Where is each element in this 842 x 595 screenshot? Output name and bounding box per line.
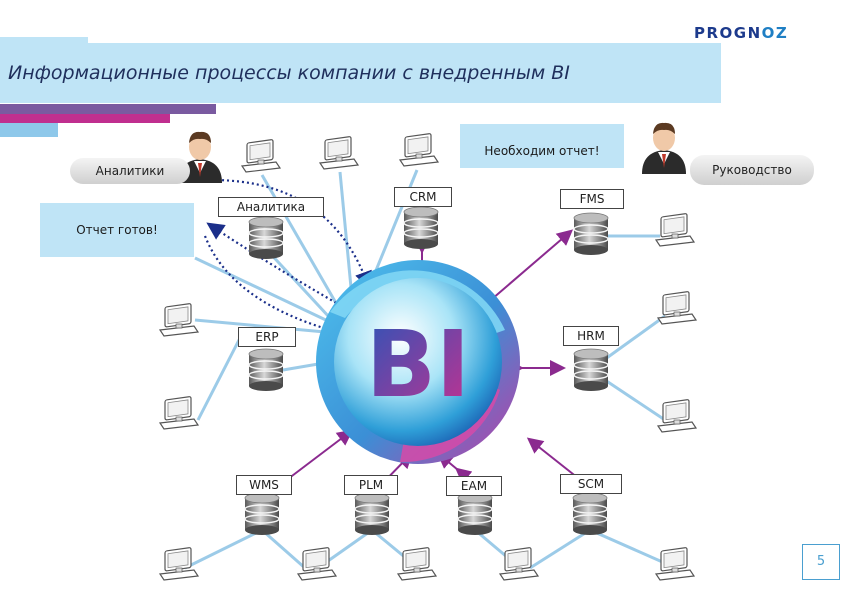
- computer-icon: [499, 546, 539, 581]
- logo-text: PROGN: [694, 24, 762, 42]
- system-plm: PLM: [344, 475, 398, 495]
- computer-icon: [655, 546, 695, 581]
- database-icon: [354, 492, 390, 536]
- bi-hub-label: BI: [366, 311, 470, 418]
- system-eam: EAM: [446, 476, 502, 496]
- system-crm: CRM: [394, 187, 452, 207]
- computer-icon: [657, 290, 697, 325]
- title-bar: Информационные процессы компании с внедр…: [0, 43, 721, 103]
- database-icon: [572, 492, 608, 536]
- deco-bar: [0, 123, 58, 137]
- computer-icon: [241, 138, 281, 173]
- system-eam-label: EAM: [460, 479, 488, 493]
- callout-report-ready: Отчет готов!: [40, 203, 194, 257]
- database-icon: [248, 348, 284, 392]
- actor-analysts: Аналитики: [70, 158, 190, 184]
- deco-bar: [0, 114, 170, 123]
- page-number-text: 5: [816, 554, 826, 569]
- prognoz-logo: PROGNOZ: [694, 24, 788, 42]
- computer-icon: [657, 398, 697, 433]
- database-icon: [573, 348, 609, 392]
- system-erp: ERP: [238, 327, 296, 347]
- page-number: 5: [802, 544, 840, 580]
- person-icon: [642, 122, 686, 174]
- callout-report-needed: Необходим отчет!: [460, 124, 624, 168]
- system-crm-label: CRM: [409, 190, 437, 204]
- callout-report-needed-text: Необходим отчет!: [484, 144, 600, 158]
- computer-icon: [159, 395, 199, 430]
- deco-bar: [0, 37, 88, 44]
- computer-icon: [397, 546, 437, 581]
- system-erp-label: ERP: [255, 330, 279, 344]
- callout-report-ready-text: Отчет готов!: [76, 223, 158, 237]
- system-hrm-label: HRM: [577, 329, 605, 343]
- report-flow-lines: [203, 178, 372, 332]
- computer-icon: [159, 302, 199, 337]
- system-analytics-label: Аналитика: [236, 200, 306, 214]
- logo-text-accent: OZ: [761, 24, 789, 42]
- computer-icon: [297, 546, 337, 581]
- database-icon: [403, 206, 439, 250]
- system-hrm: HRM: [563, 326, 619, 346]
- database-icon: [244, 492, 280, 536]
- computer-icon: [655, 212, 695, 247]
- system-scm-label: SCM: [577, 477, 605, 491]
- system-fms-label: FMS: [579, 192, 605, 206]
- system-plm-label: PLM: [358, 478, 384, 492]
- page-title: Информационные процессы компании с внедр…: [8, 62, 570, 84]
- computer-icon: [319, 135, 359, 170]
- database-icon: [457, 492, 493, 536]
- computer-icon: [399, 132, 439, 167]
- actor-management: Руководство: [690, 155, 814, 185]
- database-icon: [573, 212, 609, 256]
- system-wms: WMS: [236, 475, 292, 495]
- bi-hub-icon: [316, 260, 520, 464]
- system-scm: SCM: [560, 474, 622, 494]
- system-fms: FMS: [560, 189, 624, 209]
- database-icon: [248, 216, 284, 260]
- deco-bar: [0, 104, 216, 114]
- system-wms-label: WMS: [249, 478, 279, 492]
- actor-analysts-label: Аналитики: [95, 164, 165, 178]
- system-analytics: Аналитика: [218, 197, 324, 217]
- actor-management-label: Руководство: [712, 163, 792, 177]
